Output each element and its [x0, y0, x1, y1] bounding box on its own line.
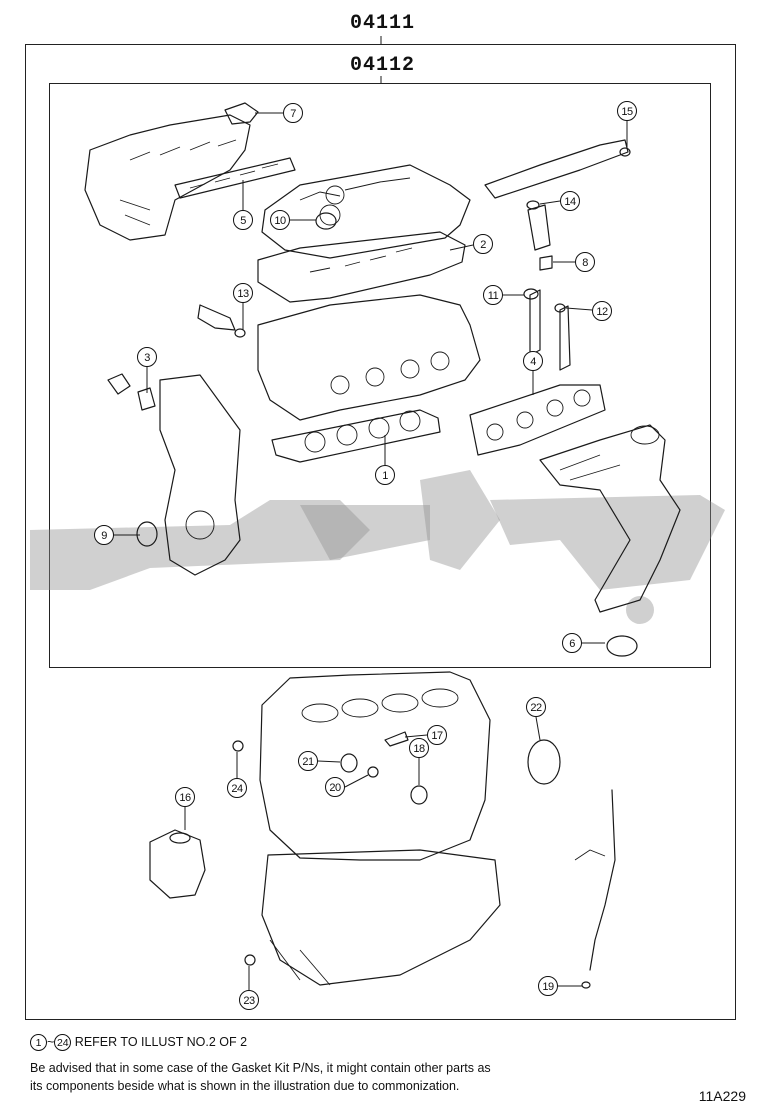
callout-20: 20 — [325, 777, 345, 797]
illustration-code: 11A229 — [698, 1088, 746, 1104]
cylinder-block-drawing — [259, 671, 491, 861]
callout-13: 13 — [233, 283, 253, 303]
head-cover-gasket-drawing — [257, 231, 466, 303]
outer-kit-frame — [25, 44, 736, 1020]
callout-2: 2 — [473, 234, 493, 254]
callout-5: 5 — [233, 210, 253, 230]
cylinder-head-drawing — [257, 294, 481, 421]
water-pump-drawing — [149, 829, 206, 899]
callout-15: 15 — [617, 101, 637, 121]
intake-manifold-drawing — [84, 114, 251, 241]
cylinder-head-cover-drawing — [261, 164, 471, 259]
callout-16: 16 — [175, 787, 195, 807]
callout-18: 18 — [409, 738, 429, 758]
callout-3: 3 — [137, 347, 157, 367]
callout-11: 11 — [483, 285, 503, 305]
outer-kit-title: 04111 — [350, 12, 416, 35]
callout-8: 8 — [575, 252, 595, 272]
callout-12: 12 — [592, 301, 612, 321]
oil-pan-drawing — [261, 849, 501, 986]
inner-kit-frame — [49, 83, 711, 668]
callout-17: 17 — [427, 725, 447, 745]
callout-6: 6 — [562, 633, 582, 653]
ref-to-circle: 24 — [54, 1034, 72, 1051]
callout-23: 23 — [239, 990, 259, 1010]
callout-7: 7 — [283, 103, 303, 123]
head-gasket-drawing — [271, 409, 441, 463]
callout-21: 21 — [298, 751, 318, 771]
ref-text: REFER TO ILLUST NO.2 OF 2 — [74, 1034, 248, 1049]
fuel-rail-drawing — [484, 139, 629, 271]
callout-14: 14 — [560, 191, 580, 211]
callout-1: 1 — [375, 465, 395, 485]
callout-24: 24 — [227, 778, 247, 798]
callout-19: 19 — [538, 976, 558, 996]
exhaust-manifold-drawing — [539, 424, 681, 613]
inner-kit-title: 04112 — [350, 54, 416, 77]
disclaimer-line-1: Be advised that in some case of the Gask… — [30, 1061, 491, 1075]
leader-lines — [114, 112, 628, 990]
callout-10: 10 — [270, 210, 290, 230]
ref-from-circle: 1 — [30, 1034, 47, 1051]
exhaust-gasket-drawing — [469, 384, 606, 456]
ref-separator: ~ — [47, 1034, 55, 1049]
dipstick-guide-drawing — [589, 789, 616, 971]
callout-4: 4 — [523, 351, 543, 371]
disclaimer-line-2: its components beside what is shown in t… — [30, 1079, 460, 1093]
watermark-logo — [30, 470, 725, 624]
reference-note: 1~24 REFER TO ILLUST NO.2 OF 2 — [30, 1034, 247, 1051]
callout-9: 9 — [94, 525, 114, 545]
intake-gasket-drawing — [174, 157, 296, 199]
timing-cover-drawing — [107, 373, 241, 576]
callout-22: 22 — [526, 697, 546, 717]
